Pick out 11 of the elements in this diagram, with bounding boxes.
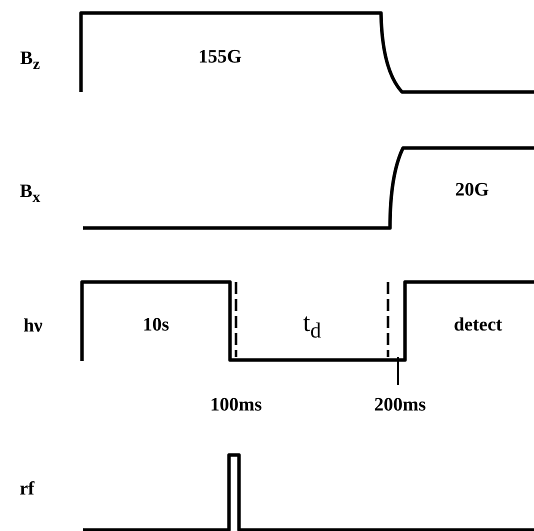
signal-label: B$_{z}$ <box>20 49 40 73</box>
time-label: 100ms <box>210 396 262 414</box>
signal-label: B$_{x}$ <box>20 182 40 206</box>
interval-label: t$_{d}$ <box>302 310 322 342</box>
signal-label: rf <box>20 480 34 498</box>
value-label: detect <box>454 316 502 334</box>
value-label: 10s <box>142 316 170 334</box>
value-label: 20G <box>455 180 489 200</box>
signal-label: hν <box>23 316 43 336</box>
time-label: 200ms <box>374 396 426 414</box>
value-label: 155G <box>198 48 242 66</box>
